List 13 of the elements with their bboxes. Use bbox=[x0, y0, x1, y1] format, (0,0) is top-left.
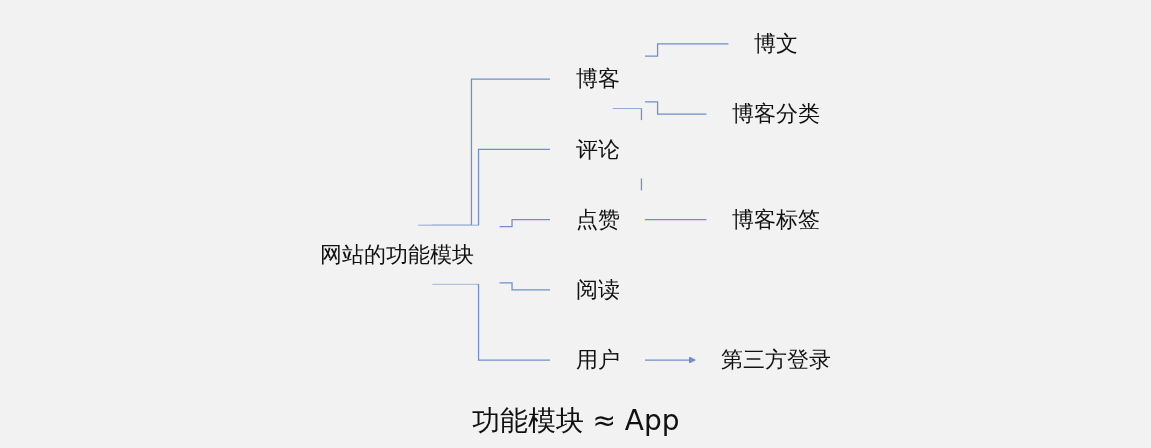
caption: 功能模块 ≈ App bbox=[471, 403, 680, 439]
node-text: 博客分类 bbox=[732, 101, 821, 127]
connector bbox=[431, 283, 551, 361]
node-text: 用户 bbox=[575, 346, 620, 373]
node-text: 博文 bbox=[754, 30, 799, 57]
connector bbox=[644, 101, 708, 115]
connector bbox=[644, 43, 730, 57]
node-text: 博客标签 bbox=[732, 206, 821, 232]
connector bbox=[498, 282, 551, 291]
node-text: 第三方登录 bbox=[721, 346, 832, 373]
node-text: 阅读 bbox=[575, 276, 620, 303]
arrow bbox=[644, 356, 696, 364]
connector bbox=[498, 218, 551, 228]
